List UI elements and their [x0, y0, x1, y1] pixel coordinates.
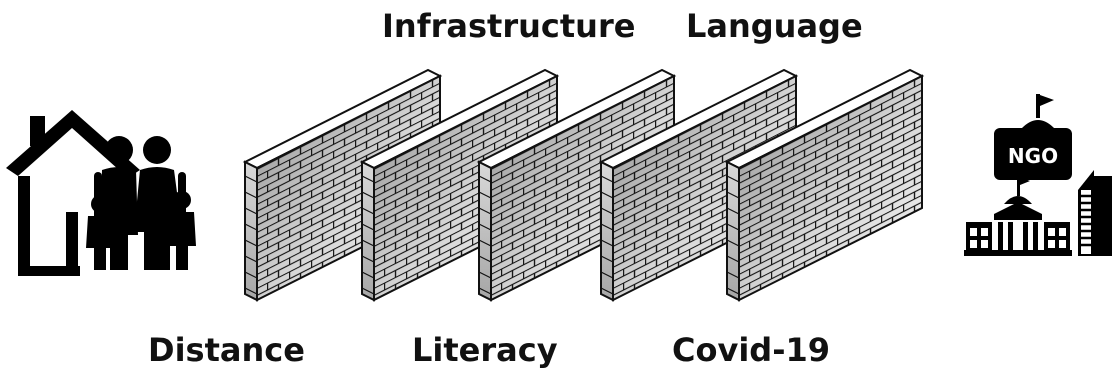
ngo-sign-text: NGO — [1008, 144, 1058, 168]
barrier-label-distance: Distance — [148, 331, 305, 369]
barrier-label-infrastructure: Infrastructure — [382, 7, 636, 45]
skyscraper-icon — [1078, 170, 1112, 256]
barrier-label-covid-19: Covid-19 — [672, 331, 831, 369]
ngo-building-icon: NGO — [994, 94, 1072, 180]
barrier-label-language: Language — [686, 7, 863, 45]
family-home-icon — [6, 110, 196, 276]
government-windows — [970, 228, 1066, 248]
government-building-icon — [964, 176, 1072, 256]
barrier-label-literacy: Literacy — [412, 331, 558, 369]
